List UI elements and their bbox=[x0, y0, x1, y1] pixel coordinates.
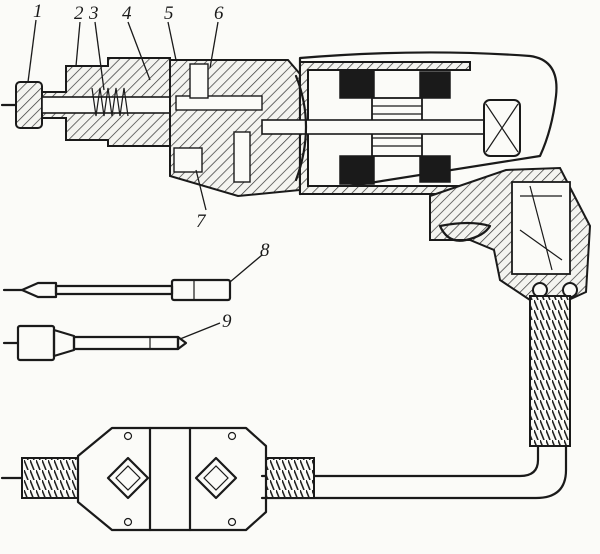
callout-6: 6 bbox=[214, 3, 224, 24]
callout-7: 7 bbox=[196, 211, 206, 232]
stator-bottom bbox=[339, 155, 375, 185]
callout-9: 9 bbox=[222, 311, 232, 332]
fan bbox=[294, 74, 308, 182]
stator-bottom-2 bbox=[419, 155, 451, 183]
plug-pin-right bbox=[194, 456, 238, 500]
gear-shaft bbox=[175, 95, 263, 111]
spring bbox=[91, 87, 129, 117]
motor-casing bbox=[299, 61, 471, 195]
plug-screw-tr bbox=[227, 431, 237, 441]
cord-cable bbox=[260, 444, 540, 478]
callout-8: 8 bbox=[260, 240, 270, 261]
gear-upper bbox=[189, 63, 209, 99]
bit-9 bbox=[2, 324, 188, 362]
callout-3: 3 bbox=[89, 3, 99, 24]
plug-body bbox=[76, 426, 268, 532]
power-cord bbox=[260, 295, 571, 500]
motor-shaft bbox=[261, 119, 495, 135]
gear-lower bbox=[173, 147, 203, 173]
callout-5: 5 bbox=[164, 3, 174, 24]
plug-pin-left bbox=[106, 456, 150, 500]
stator-top-2 bbox=[419, 71, 451, 99]
drill-body bbox=[0, 51, 592, 304]
leader-lines bbox=[27, 19, 263, 340]
cord-clamp bbox=[532, 282, 548, 298]
callout-2: 2 bbox=[74, 3, 84, 24]
cord-strain-relief bbox=[529, 295, 571, 447]
motor-housing bbox=[298, 51, 558, 196]
plug bbox=[0, 426, 315, 532]
stator-top bbox=[339, 69, 375, 99]
gear-wheel bbox=[233, 131, 251, 183]
trigger bbox=[438, 221, 492, 242]
plug-screw-bl bbox=[123, 517, 133, 527]
callout-4: 4 bbox=[122, 3, 132, 24]
bit-8 bbox=[2, 278, 232, 302]
plug-screw-br bbox=[227, 517, 237, 527]
spindle bbox=[41, 96, 183, 114]
plug-cord-coil-right bbox=[265, 457, 315, 499]
chuck bbox=[15, 81, 43, 129]
callout-1: 1 bbox=[33, 1, 43, 22]
plug-cord-coil-left bbox=[21, 457, 79, 499]
plug-screw-tl bbox=[123, 431, 133, 441]
